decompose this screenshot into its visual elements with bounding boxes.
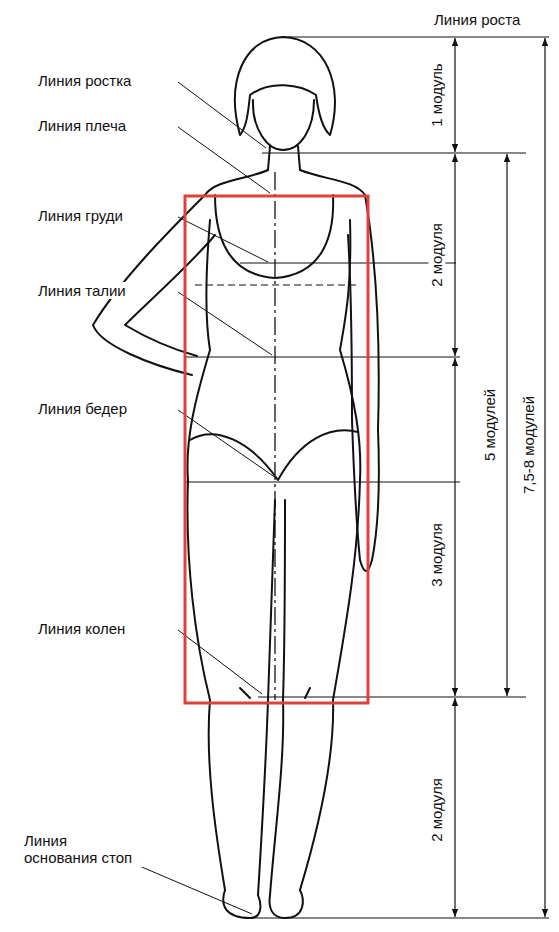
body-line-label: Линия талии xyxy=(36,282,128,299)
module-dimension: 2 модуля xyxy=(428,776,445,844)
module-dimension: 1 модуль xyxy=(428,61,445,128)
body-line-label: Линия бедер xyxy=(36,400,129,417)
module-dimension: 3 модуля xyxy=(428,521,445,589)
body-line-label: Линия основания стоп xyxy=(22,832,146,867)
module-dimension: 5 модулей xyxy=(481,387,498,463)
body-line-label: Линия колен xyxy=(36,620,127,637)
module-dimension: 7,5-8 модулей xyxy=(520,394,537,496)
module-dimension: 2 модуля xyxy=(428,221,445,289)
body-line-label: Линия ростка xyxy=(36,72,133,89)
body-line-label: Линия плеча xyxy=(36,117,128,134)
height-line-label: Линия роста xyxy=(432,11,522,28)
body-line-label: Линия груди xyxy=(36,207,125,224)
